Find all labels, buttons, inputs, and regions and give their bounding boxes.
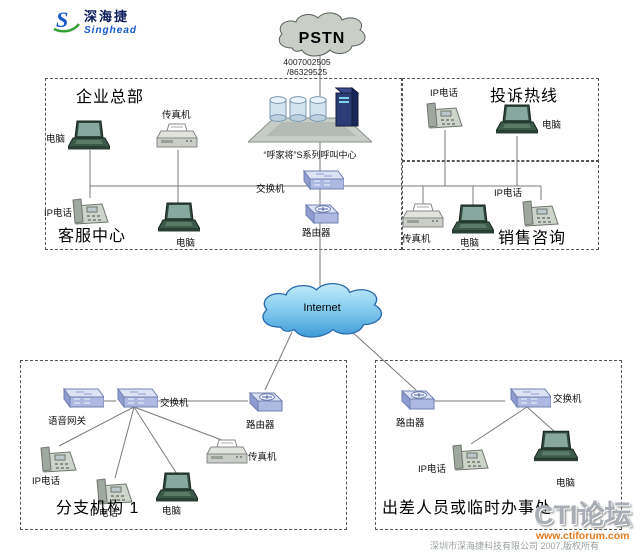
title-hq: 企业总部 <box>76 89 145 106</box>
pstn-label: PSTN <box>298 30 346 47</box>
laptop-icon <box>156 472 198 504</box>
router-icon <box>300 200 340 230</box>
callcenter-caption: “呼家将”S系列呼叫中心 <box>263 150 357 160</box>
branch-ip-phone-1 <box>40 444 78 479</box>
laptop-icon <box>496 104 538 136</box>
region-mobile-box <box>375 360 622 530</box>
branch-ip-phone-2-label: IP电话 <box>90 508 118 519</box>
branch-pc-label: 电脑 <box>162 506 182 517</box>
hotline-ip-phone-label: IP电话 <box>430 88 458 99</box>
sales-pc <box>452 204 494 241</box>
pstn-cloud: PSTN <box>270 10 374 60</box>
branch-fax-label: 传真机 <box>248 452 277 463</box>
callcenter-server-platform <box>248 84 372 153</box>
switch-icon <box>296 168 344 196</box>
title-hotline: 投诉热线 <box>490 88 559 105</box>
mobile-router-label: 路由器 <box>396 418 425 429</box>
hq-switch-label: 交换机 <box>256 184 285 195</box>
copyright-text: 深圳市深海捷科技有限公司 2007,版权所有 <box>430 541 600 551</box>
mobile-ip-phone <box>452 442 490 477</box>
hq-fax <box>156 122 198 157</box>
callcenter-number-line1: 4007002505 <box>283 57 331 67</box>
mobile-pc-label: 电脑 <box>556 478 576 489</box>
title-sales: 销售咨询 <box>498 230 567 247</box>
branch-pc <box>156 472 198 509</box>
branch-switch-label: 交换机 <box>160 398 189 409</box>
mobile-router <box>396 386 436 421</box>
branch-router-label: 路由器 <box>246 420 275 431</box>
router-icon <box>244 388 284 418</box>
hq-pc-top <box>68 120 110 157</box>
hq-switch <box>296 168 344 201</box>
sales-fax <box>402 202 444 237</box>
hq-router-label: 路由器 <box>302 228 331 239</box>
switch-icon <box>110 386 158 414</box>
forum-watermark: CTI论坛 www.ctiforum.com <box>534 500 632 542</box>
hotline-pc-label: 电脑 <box>542 120 562 131</box>
title-service-center: 客服中心 <box>58 228 127 245</box>
hq-pc-top-label: 电脑 <box>46 134 66 145</box>
region-hq-box <box>45 78 402 250</box>
laptop-icon <box>68 120 110 152</box>
router-icon <box>396 386 436 416</box>
sales-ip-phone-label: IP电话 <box>494 188 522 199</box>
hotline-pc <box>496 104 538 141</box>
title-mobile: 出差人员或临时办事处 <box>382 500 553 517</box>
fax-icon <box>156 122 198 152</box>
logo-s-icon: S <box>53 7 80 33</box>
hq-fax-label: 传真机 <box>162 110 191 121</box>
fax-icon <box>206 438 248 468</box>
watermark-url: www.ctiforum.com <box>535 530 630 542</box>
branch-router <box>244 388 284 423</box>
region-branch-box <box>20 360 347 530</box>
mobile-ip-phone-label: IP电话 <box>418 464 446 475</box>
switch-icon <box>503 386 551 414</box>
ip-phone-icon <box>426 100 464 130</box>
branch-fax <box>206 438 248 473</box>
server-platform-icon <box>248 84 372 148</box>
logo-text-en: Singhead <box>84 25 138 36</box>
hq-pc-bottom-label: 电脑 <box>176 238 196 249</box>
laptop-icon <box>452 204 494 236</box>
sales-pc-label: 电脑 <box>460 238 480 249</box>
branch-ip-phone-1-label: IP电话 <box>32 476 60 487</box>
sales-fax-label: 传真机 <box>402 234 431 245</box>
callcenter-numbers: 4007002505 /86329525 <box>275 57 339 77</box>
laptop-icon <box>158 202 200 234</box>
internet-cloud: Internet <box>253 280 391 342</box>
branch-voice-gateway <box>56 386 104 419</box>
mobile-switch-label: 交换机 <box>553 394 582 405</box>
watermark-brand: CTI论坛 <box>534 500 632 530</box>
logo-text-cn: 深海捷 <box>84 9 130 24</box>
company-logo: S 深海捷 Singhead <box>52 6 137 36</box>
hq-ip-phone-label: IP电话 <box>44 208 72 219</box>
callcenter-number-line2: /86329525 <box>286 67 328 77</box>
ip-phone-icon <box>452 442 490 472</box>
hotline-ip-phone <box>426 100 464 135</box>
mobile-pc <box>534 430 578 469</box>
branch-switch <box>110 386 158 419</box>
hq-pc-bottom <box>158 202 200 239</box>
title-branch: 分支机构 1 <box>56 500 140 517</box>
laptop-icon <box>534 430 578 464</box>
ip-phone-icon <box>40 444 78 474</box>
voice-gateway-icon <box>56 386 104 414</box>
fax-icon <box>402 202 444 232</box>
internet-label: Internet <box>303 302 341 314</box>
mobile-switch <box>503 386 551 419</box>
svg-text:S: S <box>56 7 68 32</box>
branch-voice-gateway-label: 语音网关 <box>48 416 87 427</box>
region-hotline-box <box>402 78 599 162</box>
region-sales-box <box>402 160 599 250</box>
